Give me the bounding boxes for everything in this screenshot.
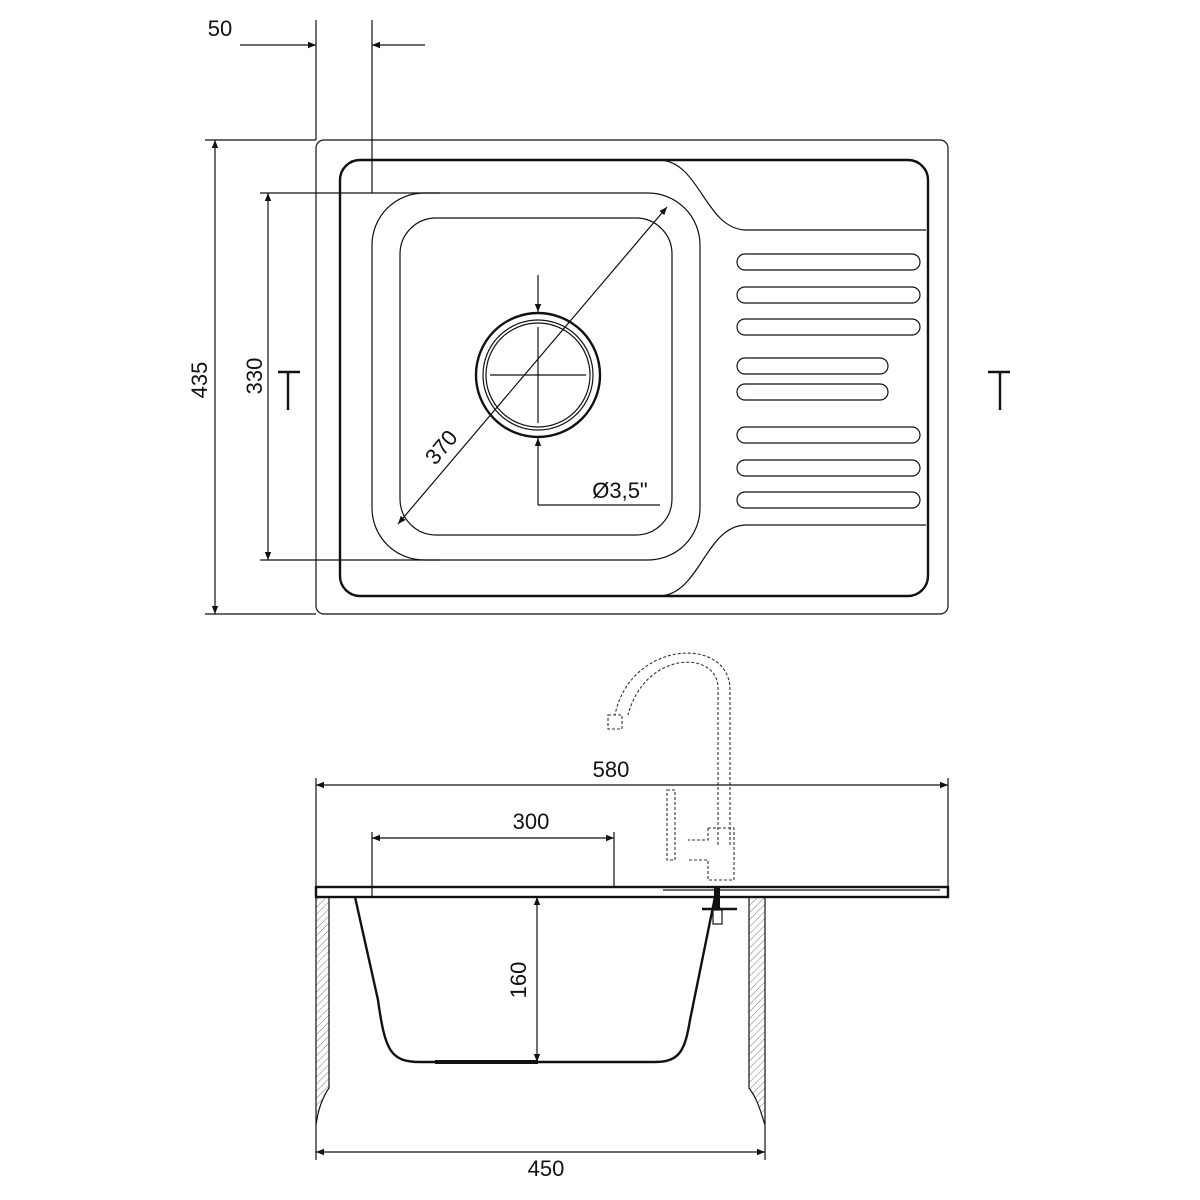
- countertop: [314, 885, 950, 925]
- bowl-drain: [435, 1060, 538, 1064]
- top-view: 50 435 330 370 Ø3,5": [187, 16, 1010, 615]
- dim-330: [260, 192, 440, 561]
- drain: [474, 275, 660, 506]
- dim-370-label: 370: [420, 425, 463, 469]
- dim-300: [371, 832, 615, 897]
- dim-435: [205, 139, 316, 615]
- section-marks: [278, 370, 1010, 410]
- side-view: 580 300 160 450: [314, 652, 950, 1181]
- dim-50: [240, 20, 425, 193]
- dim-370: [397, 206, 668, 525]
- cabinet-walls: [315, 896, 766, 1126]
- dim-300-label: 300: [513, 809, 550, 834]
- dim-450: [315, 1125, 766, 1160]
- drain-size-label: Ø3,5": [592, 478, 648, 503]
- dim-450-label: 450: [528, 1156, 565, 1181]
- drainboard-edge: [659, 159, 926, 597]
- dim-580: [315, 778, 949, 887]
- dim-435-label: 435: [187, 362, 212, 399]
- faucet-outline: [607, 652, 735, 881]
- drainboard-grooves: [736, 253, 921, 509]
- bowl-profile: [353, 896, 717, 1064]
- dim-580-label: 580: [593, 757, 630, 782]
- sink-inner-rim: [338, 158, 930, 598]
- bowl-outer: [371, 192, 701, 561]
- dim-160-label: 160: [506, 962, 531, 999]
- dim-50-label: 50: [208, 16, 232, 41]
- dim-330-label: 330: [242, 358, 267, 395]
- sink-outer-rim: [315, 139, 949, 615]
